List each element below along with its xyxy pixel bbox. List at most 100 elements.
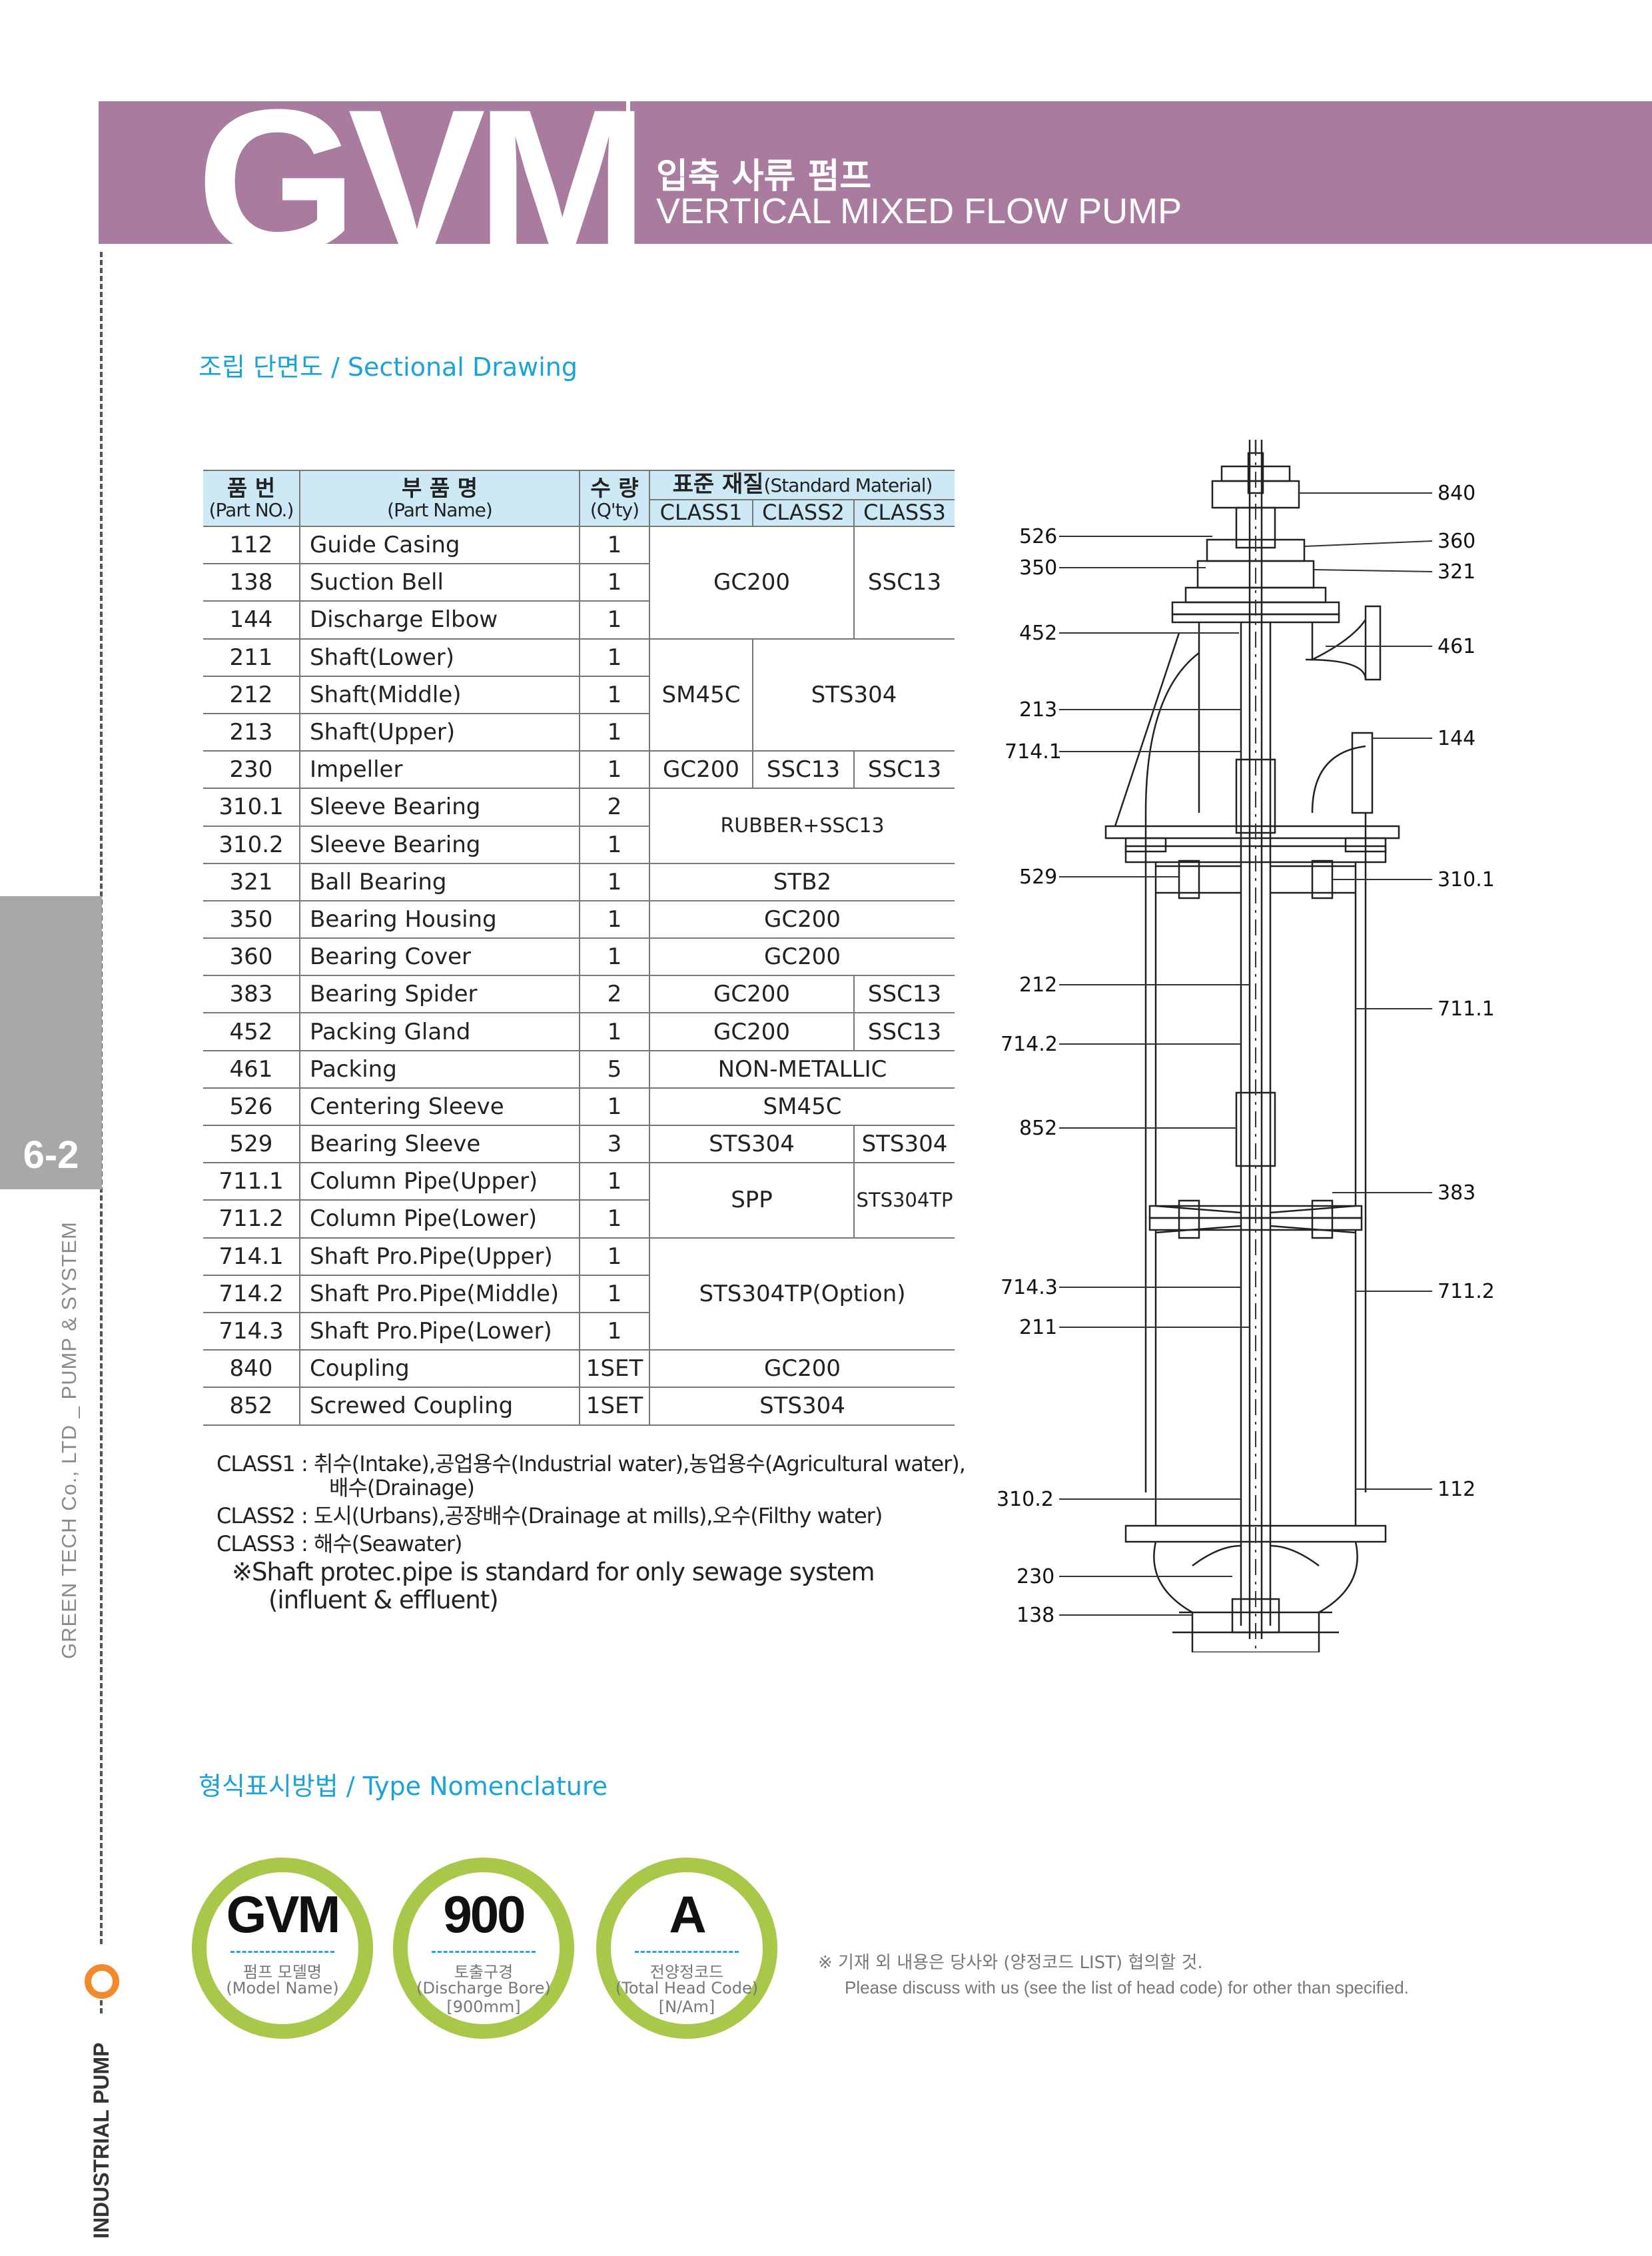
table-cell: SSC13 <box>853 750 955 790</box>
rail-circle-icon <box>85 1964 119 1999</box>
callout-310-2: 310.2 <box>997 1488 1054 1511</box>
table-cell: 1 <box>579 899 650 939</box>
table-cell: 714.1 <box>203 1237 300 1276</box>
callout-711-2: 711.2 <box>1438 1280 1495 1303</box>
table-cell: RUBBER+SSC13 <box>649 788 955 864</box>
side-company-label: GREEN TECH Co., LTD _ PUMP & SYSTEM <box>57 1221 81 1659</box>
table-cell: 213 <box>203 712 300 752</box>
note-shaft-pipe-cont: (influent & effluent) <box>268 1586 499 1614</box>
table-cell: Bearing Housing <box>299 899 580 939</box>
table-cell: Sleeve Bearing <box>299 788 580 827</box>
note-shaft-pipe: ※Shaft protec.pipe is standard for only … <box>232 1558 875 1586</box>
table-cell: 1SET <box>579 1349 650 1389</box>
nomenclature-note-korean: ※ 기재 외 내용은 당사와 (양정코드 LIST) 협의할 것. <box>818 1953 1203 1973</box>
table-cell: Shaft Pro.Pipe(Lower) <box>299 1311 580 1351</box>
table-cell: Centering Sleeve <box>299 1087 580 1127</box>
table-cell: Bearing Cover <box>299 937 580 977</box>
callout-321: 321 <box>1438 560 1475 584</box>
table-cell: Coupling <box>299 1349 580 1389</box>
table-cell: Shaft(Upper) <box>299 712 580 752</box>
table-cell: Ball Bearing <box>299 862 580 901</box>
header-class2: CLASS2 <box>752 499 855 527</box>
table-cell: 452 <box>203 1012 300 1051</box>
callout-383: 383 <box>1438 1181 1475 1205</box>
header-class1: CLASS1 <box>649 499 753 527</box>
table-cell: 2 <box>579 788 650 827</box>
table-cell: 350 <box>203 899 300 939</box>
sectional-drawing: 526 350 452 213 714.1 529 212 714.2 852 … <box>997 440 1495 1652</box>
table-cell: Discharge Elbow <box>299 600 580 640</box>
callout-230: 230 <box>1017 1565 1054 1588</box>
table-cell: 711.2 <box>203 1199 300 1239</box>
callout-138: 138 <box>1017 1604 1054 1627</box>
callout-360: 360 <box>1438 530 1475 553</box>
table-cell: 526 <box>203 1087 300 1127</box>
title-english: VERTICAL MIXED FLOW PUMP <box>656 191 1182 231</box>
table-cell: 1 <box>579 1087 650 1127</box>
nomenclature-note-english: Please discuss with us (see the list of … <box>845 1977 1409 1997</box>
side-dashed-line-bottom <box>100 2000 103 2013</box>
table-cell: 211 <box>203 638 300 677</box>
table-cell: 1 <box>579 1012 650 1051</box>
table-cell: STS304TP <box>853 1162 955 1239</box>
table-cell: 529 <box>203 1124 300 1164</box>
callout-529: 529 <box>1019 865 1057 889</box>
callout-144: 144 <box>1438 727 1475 750</box>
header-part-name: 부 품 명(Part Name) <box>299 470 580 527</box>
table-cell: 310.1 <box>203 788 300 827</box>
header-divider <box>626 101 630 244</box>
table-cell: 840 <box>203 1349 300 1389</box>
table-cell: 1 <box>579 1311 649 1351</box>
table-cell: 1 <box>579 825 649 864</box>
table-cell: Bearing Spider <box>299 975 580 1014</box>
page-number: 6-2 <box>23 1133 79 1177</box>
callout-526: 526 <box>1019 525 1057 548</box>
table-cell: SSC13 <box>752 750 855 790</box>
callout-310-1: 310.1 <box>1438 868 1495 891</box>
note-class2: CLASS2 : 도시(Urbans),공장배수(Drainage at mil… <box>216 1503 883 1528</box>
callout-350: 350 <box>1019 556 1057 580</box>
header-material: 표준 재질(Standard Material) <box>649 470 955 500</box>
table-cell: 714.3 <box>203 1311 300 1351</box>
title-korean: 입축 사류 펌프 <box>656 157 872 197</box>
callout-714-2: 714.2 <box>1001 1033 1058 1056</box>
callout-461: 461 <box>1438 635 1475 658</box>
table-cell: 1 <box>579 525 650 565</box>
table-cell: 1 <box>579 600 649 640</box>
callout-452: 452 <box>1019 622 1057 645</box>
table-cell: 1 <box>579 862 650 901</box>
table-cell: SSC13 <box>853 526 955 640</box>
table-cell: SSC13 <box>853 1012 955 1051</box>
callout-711-1: 711.1 <box>1438 997 1495 1021</box>
callout-112: 112 <box>1438 1478 1475 1501</box>
nomenclature-bore-circle: 900 토출구경 (Discharge Bore) [900mm] <box>393 1858 574 2039</box>
side-category-label: INDUSTRIAL PUMP <box>89 2042 113 2239</box>
parts-table: 품 번(Part NO.) 부 품 명(Part Name) 수 량(Q'ty)… <box>203 470 955 1426</box>
table-cell: 321 <box>203 862 300 901</box>
table-cell: GC200 <box>649 750 753 790</box>
nomenclature-model-circle: GVM 펌프 모델명 (Model Name) <box>192 1858 373 2039</box>
table-cell: SM45C <box>649 1087 955 1127</box>
table-cell: 1 <box>579 638 650 677</box>
note-class3: CLASS3 : 해수(Seawater) <box>216 1531 463 1556</box>
table-cell: Column Pipe(Lower) <box>299 1199 580 1239</box>
table-cell: Guide Casing <box>299 525 580 565</box>
table-cell: GC200 <box>649 937 955 977</box>
sectional-drawing-heading: 조립 단면도 / Sectional Drawing <box>199 352 578 382</box>
